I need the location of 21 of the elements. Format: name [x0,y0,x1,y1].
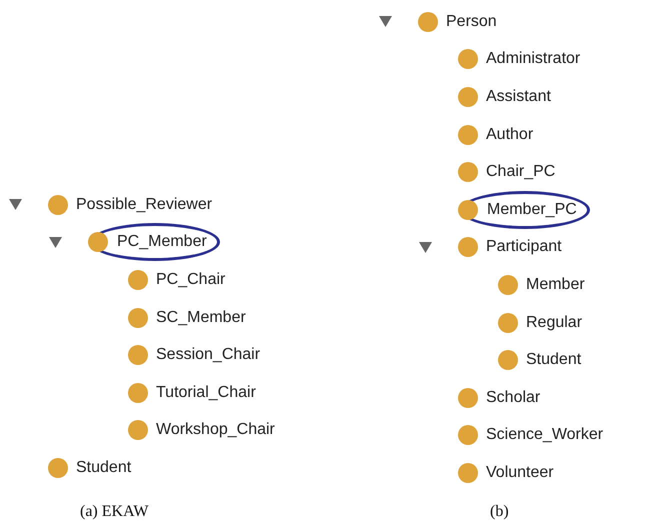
class-label: Student [526,350,582,370]
class-label: SC_Member [156,308,246,328]
class-label: Scholar [486,388,540,408]
class-label: Science_Worker [486,425,604,446]
class-label: Volunteer [486,462,554,483]
class-label: Person [446,12,497,32]
class-label: Workshop_Chair [156,420,275,440]
class-label: Author [486,124,534,145]
caption: (b) [490,502,509,522]
class-label: Session_Chair [156,345,260,366]
class-label: Student [76,458,132,478]
class-label: PC_Chair [156,270,226,290]
class-label: Administrator [486,49,580,70]
class-label: Tutorial_Chair [156,382,256,403]
class-label: Chair_PC [486,162,556,182]
class-label: Assistant [486,86,551,107]
class-label: Participant [486,237,562,258]
caption: (a) EKAW [80,502,148,522]
class-label: Regular [526,312,582,333]
class-label: Member [526,274,585,295]
class-label: Possible_Reviewer [76,194,212,215]
